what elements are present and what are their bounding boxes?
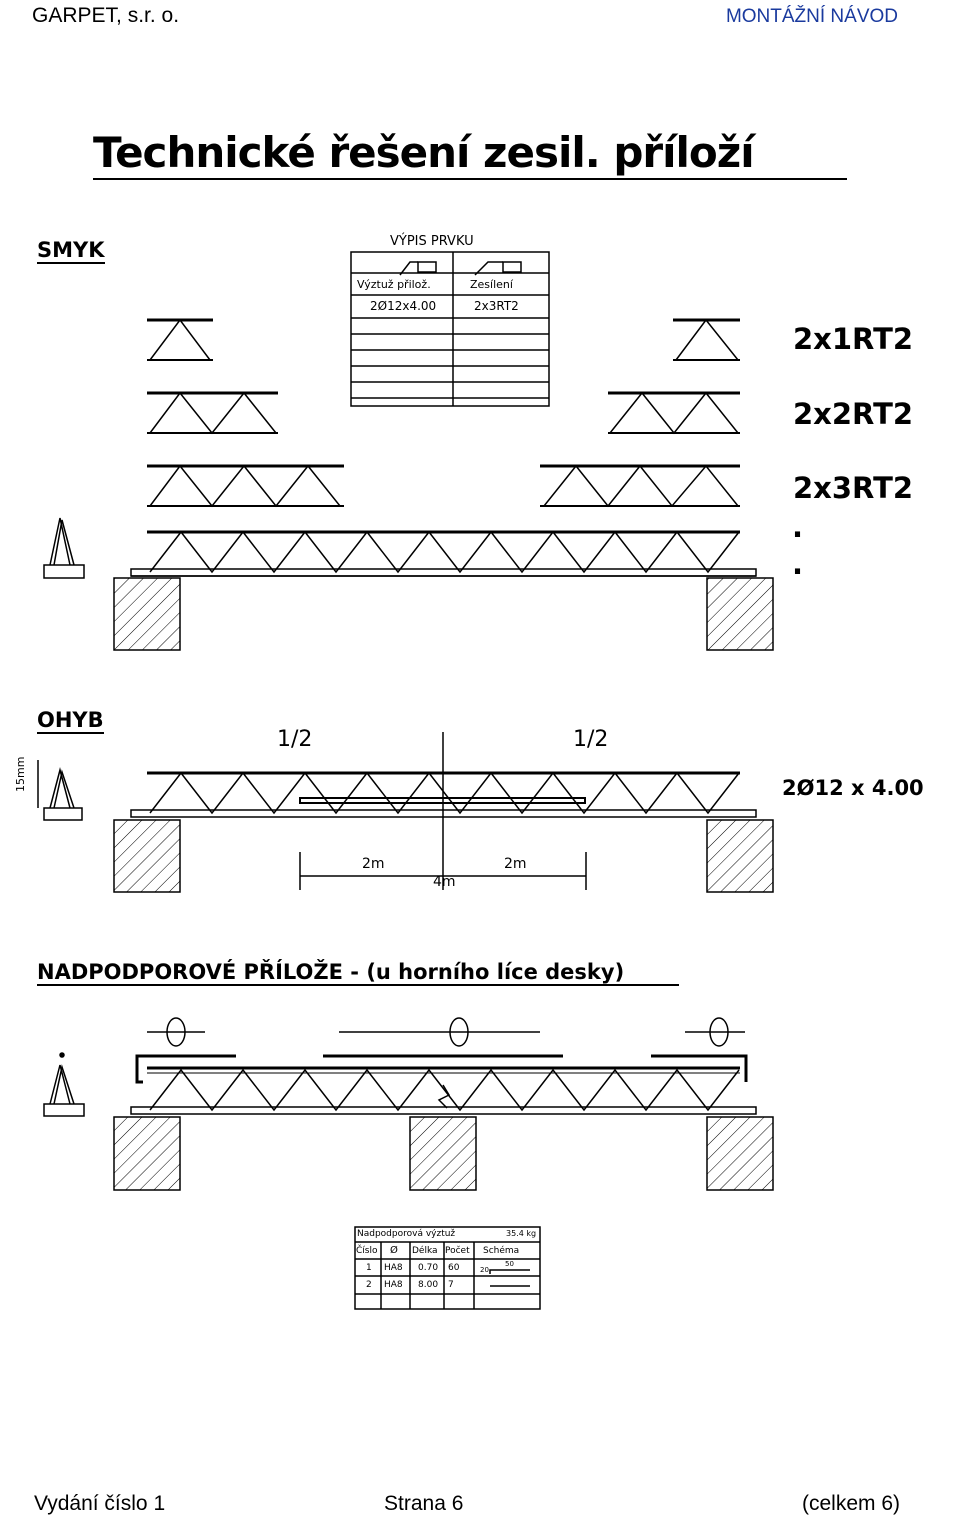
label-2x2rt2: 2x2RT2 [793,397,914,431]
row1-d: HA8 [384,1263,403,1273]
dots-2: . [792,547,804,581]
row2-d: HA8 [384,1280,403,1290]
th-count: Počet [445,1246,470,1256]
ohyb-main-beam [130,732,757,890]
row2-len: 8.00 [418,1280,439,1290]
th-scheme: Schéma [483,1246,520,1256]
side-dimension: 15mm [14,756,27,792]
row1-len: 0.70 [418,1263,439,1273]
dots-1: . [792,510,804,544]
title-underline [93,178,847,180]
footer-issue: Vydání číslo 1 [34,1492,166,1515]
footer-page: Strana 6 [384,1492,464,1515]
smyk-main-beam [130,530,757,577]
bar-label: 2Ø12 x 4.00 [782,776,924,800]
footer-total: (celkem 6) [802,1492,901,1515]
document-type: MONTÁŽNÍ NÁVOD [725,6,898,27]
company-name: GARPET, s.r. o. [32,4,180,27]
truss-2rt2-right [608,391,740,435]
table-val1: 2Ø12x4.00 [370,299,437,313]
th-length: Délka [412,1246,438,1256]
label-2x3rt2: 2x3RT2 [793,471,914,505]
nadpor-heading: NADPODPOROVÉ PŘÍLOŽE - (u horního líce d… [37,960,679,986]
page-title: Technické řešení zesil. příloží [93,128,755,177]
nadpor-main-beam [130,1017,757,1115]
dim-total: 4m [433,874,456,890]
dim-right: 2m [504,856,527,872]
table-val2: 2x3RT2 [474,299,519,313]
ohyb-cross-section [37,760,83,821]
row1-cnt: 60 [448,1263,460,1273]
row1-scheme-a: 20 [480,1266,489,1274]
ohyb-support-left [113,819,181,893]
nadpor-table-caption: Nadpodporová výztuž [357,1229,456,1239]
smyk-cross-section [43,517,85,579]
row1-scheme-b: 50 [505,1260,514,1268]
nadpor-support-right [706,1116,774,1191]
nadpor-table-weight: 35.4 kg [506,1229,537,1238]
smyk-heading: SMYK [37,238,105,264]
truss-1rt2-left [147,318,213,361]
table-caption: VÝPIS PRVKU [390,234,474,249]
dim-left: 2m [362,856,385,872]
half-right-label: 1/2 [573,727,609,752]
smyk-element-table [350,251,550,407]
nadpor-support-left [113,1116,181,1191]
th-number: Číslo [356,1246,378,1256]
nadpor-table-grid [354,1226,541,1310]
truss-3rt2-left [147,464,344,508]
table-col1-header: Výztuž přilož. [357,278,431,291]
th-diameter: Ø [390,1245,398,1256]
smyk-support-left [113,577,181,651]
ohyb-support-right [706,819,774,893]
nadpor-support-middle [409,1116,477,1191]
nadpor-cross-section [43,1052,85,1117]
truss-1rt2-right [673,318,740,361]
ohyb-heading: OHYB [37,708,104,734]
smyk-support-right [706,577,774,651]
truss-3rt2-right [540,464,740,508]
row1-no: 1 [366,1263,372,1273]
row2-cnt: 7 [448,1280,454,1290]
table-col2-header: Zesílení [470,278,513,291]
row2-no: 2 [366,1280,372,1290]
truss-2rt2-left [147,391,278,435]
half-left-label: 1/2 [277,727,313,752]
label-2x1rt2: 2x1RT2 [793,322,914,356]
